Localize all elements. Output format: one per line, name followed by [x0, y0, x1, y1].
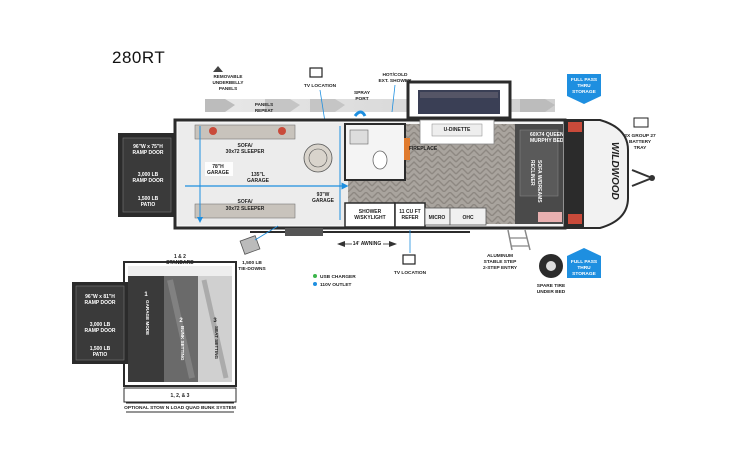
garage-width-label-2: GARAGE	[312, 198, 335, 204]
garage-length-label-1: 135"L	[251, 172, 265, 178]
usb-charger-label: USB CHARGER	[320, 274, 356, 280]
refer-label-1: 11 CU FT	[399, 209, 420, 215]
full-pass-top-label-2: THRU	[577, 83, 591, 89]
sofa-bottom	[194, 203, 296, 219]
outlet-icon	[313, 282, 317, 286]
refer-label-2: REFER	[402, 215, 419, 221]
inset-ramp-size-label-2: RAMP DOOR	[84, 300, 115, 306]
aluminum-step-label-3: 2-STEP ENTRY	[483, 265, 518, 271]
battery-label-1: 2X GROUP 27	[624, 133, 656, 139]
garage-height-label-1: 78"H	[212, 164, 224, 170]
garage-length-label-2: GARAGE	[247, 178, 270, 184]
full-pass-bottom-label-3: STORAGE	[572, 271, 596, 277]
ramp-door-size-label-2: RAMP DOOR	[132, 150, 163, 156]
panels-repeat-label-1: PANELS	[255, 102, 273, 107]
patio-label-1: 1,500 LB	[138, 196, 159, 202]
inset-bunk-2: 2	[179, 318, 183, 324]
inset-ramp-weight-label-1: 3,000 LB	[90, 322, 111, 328]
battery-label-3: TRAY	[634, 145, 647, 151]
sofa-recliner-label-2: RECLINER	[529, 160, 535, 186]
sofa-top-label-1: SOFA/	[237, 143, 253, 149]
fireplace-label: FIREPLACE	[409, 146, 438, 152]
ohc-label: OHC	[462, 215, 474, 221]
full-pass-storage-bottom	[567, 248, 601, 278]
full-pass-bottom-label-2: THRU	[577, 265, 591, 271]
inset-bunk-text-2: BUNK SETTING	[180, 326, 185, 361]
sofa-top-label-2: 30x72 SLEEPER	[226, 149, 265, 155]
spray-port-label-2: PORT	[355, 96, 368, 102]
full-pass-top-label-3: STORAGE	[572, 89, 596, 95]
outlet-label: 110V OUTLET	[320, 282, 352, 288]
up-arrow-icon	[213, 66, 223, 72]
aluminum-step-label-1: ALUMINUM	[487, 253, 513, 259]
sofa-bottom-label-2: 30x72 SLEEPER	[226, 206, 265, 212]
queen-bed-label-2: MURPHY BED	[530, 138, 564, 144]
queen-bed-label-1: 60X74 QUEEN	[530, 132, 564, 138]
full-pass-storage-top	[567, 74, 601, 104]
battery-icon	[633, 117, 649, 128]
usb-charger-icon	[313, 274, 317, 278]
front-cap	[564, 119, 655, 229]
ramp-door-size-label-1: 96"W x 75"H	[133, 144, 163, 150]
spare-tire-label-2: UNDER BED	[537, 289, 566, 295]
kitchen-counter	[344, 202, 487, 228]
dinette-slideout	[406, 80, 512, 120]
spare-tire-label-1: SPARE TIRE	[537, 283, 566, 289]
garage-height-label-2: GARAGE	[207, 170, 230, 176]
spray-port-icon	[353, 110, 367, 117]
removable-panels-label-2: UNDERBELLY	[213, 80, 244, 85]
tie-downs-label-2: TIE-DOWNS	[238, 266, 266, 272]
spare-tire-icon	[539, 254, 563, 278]
ext-shower-label-2: EXT. SHOWER	[378, 78, 412, 84]
rear-ramp-door	[118, 133, 176, 217]
awning-label: 14' AWNING	[353, 241, 382, 247]
patio-label-2: PATIO	[141, 202, 156, 208]
tie-downs-label-1: 1,500 LB	[242, 260, 262, 266]
happy-camper-emblem	[303, 143, 333, 173]
full-pass-bottom-label-1: FULL PASS	[571, 259, 598, 265]
inset-bunk-text-1: GARAGE MODE	[145, 300, 150, 335]
tv-location-top-label: TV LOCATION	[304, 83, 337, 89]
inset-bunk-1: 1	[144, 292, 148, 298]
full-pass-top-label-1: FULL PASS	[571, 77, 598, 83]
sofa-top	[194, 124, 296, 140]
garage-width-label-1: 93"W	[317, 192, 330, 198]
fireplace-icon	[404, 138, 410, 160]
axle	[285, 228, 323, 236]
tv-location-bottom-label: TV LOCATION	[394, 270, 427, 276]
tv-icon	[309, 67, 323, 78]
ramp-door-weight-label-2: RAMP DOOR	[132, 178, 163, 184]
inset-standard-label-1: 1 & 2	[174, 254, 186, 260]
shower-label-1: SHOWER	[359, 209, 382, 215]
brand-text: WILDWOOD	[609, 142, 620, 200]
inset-patio-label-1: 1,500 LB	[90, 346, 111, 352]
sofa-recliner-label-1: SOFA W/DREAMS	[536, 160, 542, 203]
ext-shower-label-1: HOT/COLD	[382, 72, 408, 78]
tie-down-icon	[239, 235, 261, 255]
tv-icon-bottom	[402, 254, 416, 265]
quad-bunk-inset	[72, 261, 237, 403]
inset-standard-label-2: STANDARD	[166, 260, 194, 266]
u-dinette-label: U-DINETTE	[444, 127, 471, 133]
ramp-door-weight-label-1: 3,000 LB	[138, 172, 159, 178]
inset-ramp-weight-label-2: RAMP DOOR	[84, 328, 115, 334]
inset-caption: OPTIONAL STOW N LOAD QUAD BUNK SYSTEM	[124, 405, 236, 411]
battery-label-2: BATTERY	[629, 139, 652, 145]
entry-step	[507, 229, 531, 251]
inset-bunk-text-3: SEAT SETTING	[214, 326, 219, 360]
removable-panels-label-1: REMOVABLE	[213, 74, 242, 79]
inset-bunk-3: 3	[213, 318, 217, 324]
model-name: 280RT	[112, 48, 166, 67]
shower-label-2: W/SKYLIGHT	[354, 215, 385, 221]
panels-repeat-label-2: REPEAT	[255, 108, 273, 113]
inset-ramp-size-label-1: 96"W x 81"H	[85, 294, 115, 300]
aluminum-step-label-2: STABLE STEP	[484, 259, 517, 265]
removable-panels-label-3: PANELS	[219, 86, 237, 91]
sofa-bottom-label-1: SOFA/	[237, 199, 253, 205]
spray-port-label-1: SPRAY	[354, 90, 371, 96]
inset-bottom-numbers: 1, 2, & 3	[171, 393, 190, 399]
micro-label: MICRO	[429, 215, 446, 221]
inset-patio-label-2: PATIO	[93, 352, 108, 358]
